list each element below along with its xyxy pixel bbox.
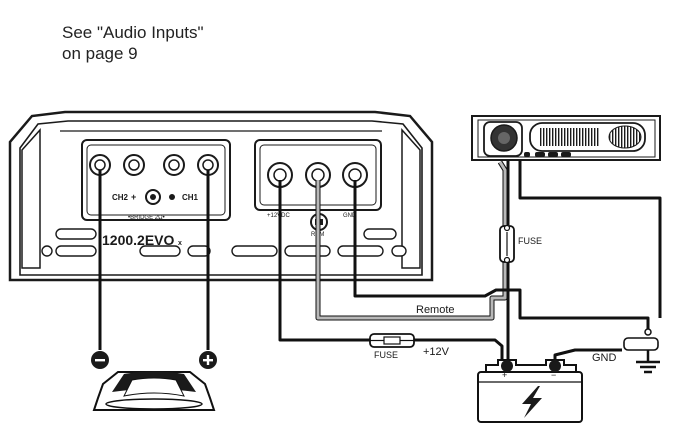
amplifier-model-name: 1200.2EVO xyxy=(102,232,174,248)
head-unit-icon xyxy=(471,115,661,161)
main-fuse-icon xyxy=(369,333,415,348)
ch2-label: CH2 xyxy=(112,193,129,202)
headunit-fuse-label: FUSE xyxy=(518,236,542,246)
note-line-1: See "Audio Inputs" xyxy=(62,23,204,42)
svg-text:−: − xyxy=(551,370,556,380)
audio-inputs-note: See "Audio Inputs" on page 9 xyxy=(62,22,204,64)
remote-wire xyxy=(315,160,508,321)
headunit-ground-wire xyxy=(518,160,662,318)
power-wire-plus12v xyxy=(278,180,504,365)
main-fuse-label: FUSE xyxy=(374,350,398,360)
amplifier: CH2 + CH1 •BRIDGE 2Ω• +12VDC GND RE xyxy=(8,110,434,282)
power-terminal-12vdc xyxy=(267,162,293,188)
bridge-minus-dot xyxy=(169,194,175,200)
gnd-label: GND xyxy=(592,352,617,364)
lightning-bolt-icon xyxy=(522,386,542,418)
speaker-terminal-ch2-plus xyxy=(123,154,145,176)
bridge-label: •BRIDGE 2Ω• xyxy=(128,215,165,221)
speaker-terminal-ch1-plus xyxy=(197,154,219,176)
note-line-2: on page 9 xyxy=(62,44,138,63)
bridge-terminal-icon xyxy=(145,189,161,205)
plus12v-label: +12V xyxy=(423,346,450,358)
speaker-icon xyxy=(91,351,217,411)
battery-icon: + − xyxy=(477,359,583,423)
remote-label: Remote xyxy=(416,304,455,316)
power-gnd-label: GND xyxy=(343,213,357,219)
ground-symbol-icon xyxy=(623,328,660,374)
fuse-icon xyxy=(499,224,515,264)
speaker-terminal-ch1-minus xyxy=(163,154,185,176)
speaker-terminal-ch2-minus xyxy=(89,154,111,176)
svg-text:+: + xyxy=(502,370,507,380)
power-terminal-gnd xyxy=(342,162,368,188)
amplifier-model-suffix: x xyxy=(178,240,182,247)
bridge-plus-sign: + xyxy=(131,192,136,202)
ch1-label: CH1 xyxy=(182,193,199,202)
